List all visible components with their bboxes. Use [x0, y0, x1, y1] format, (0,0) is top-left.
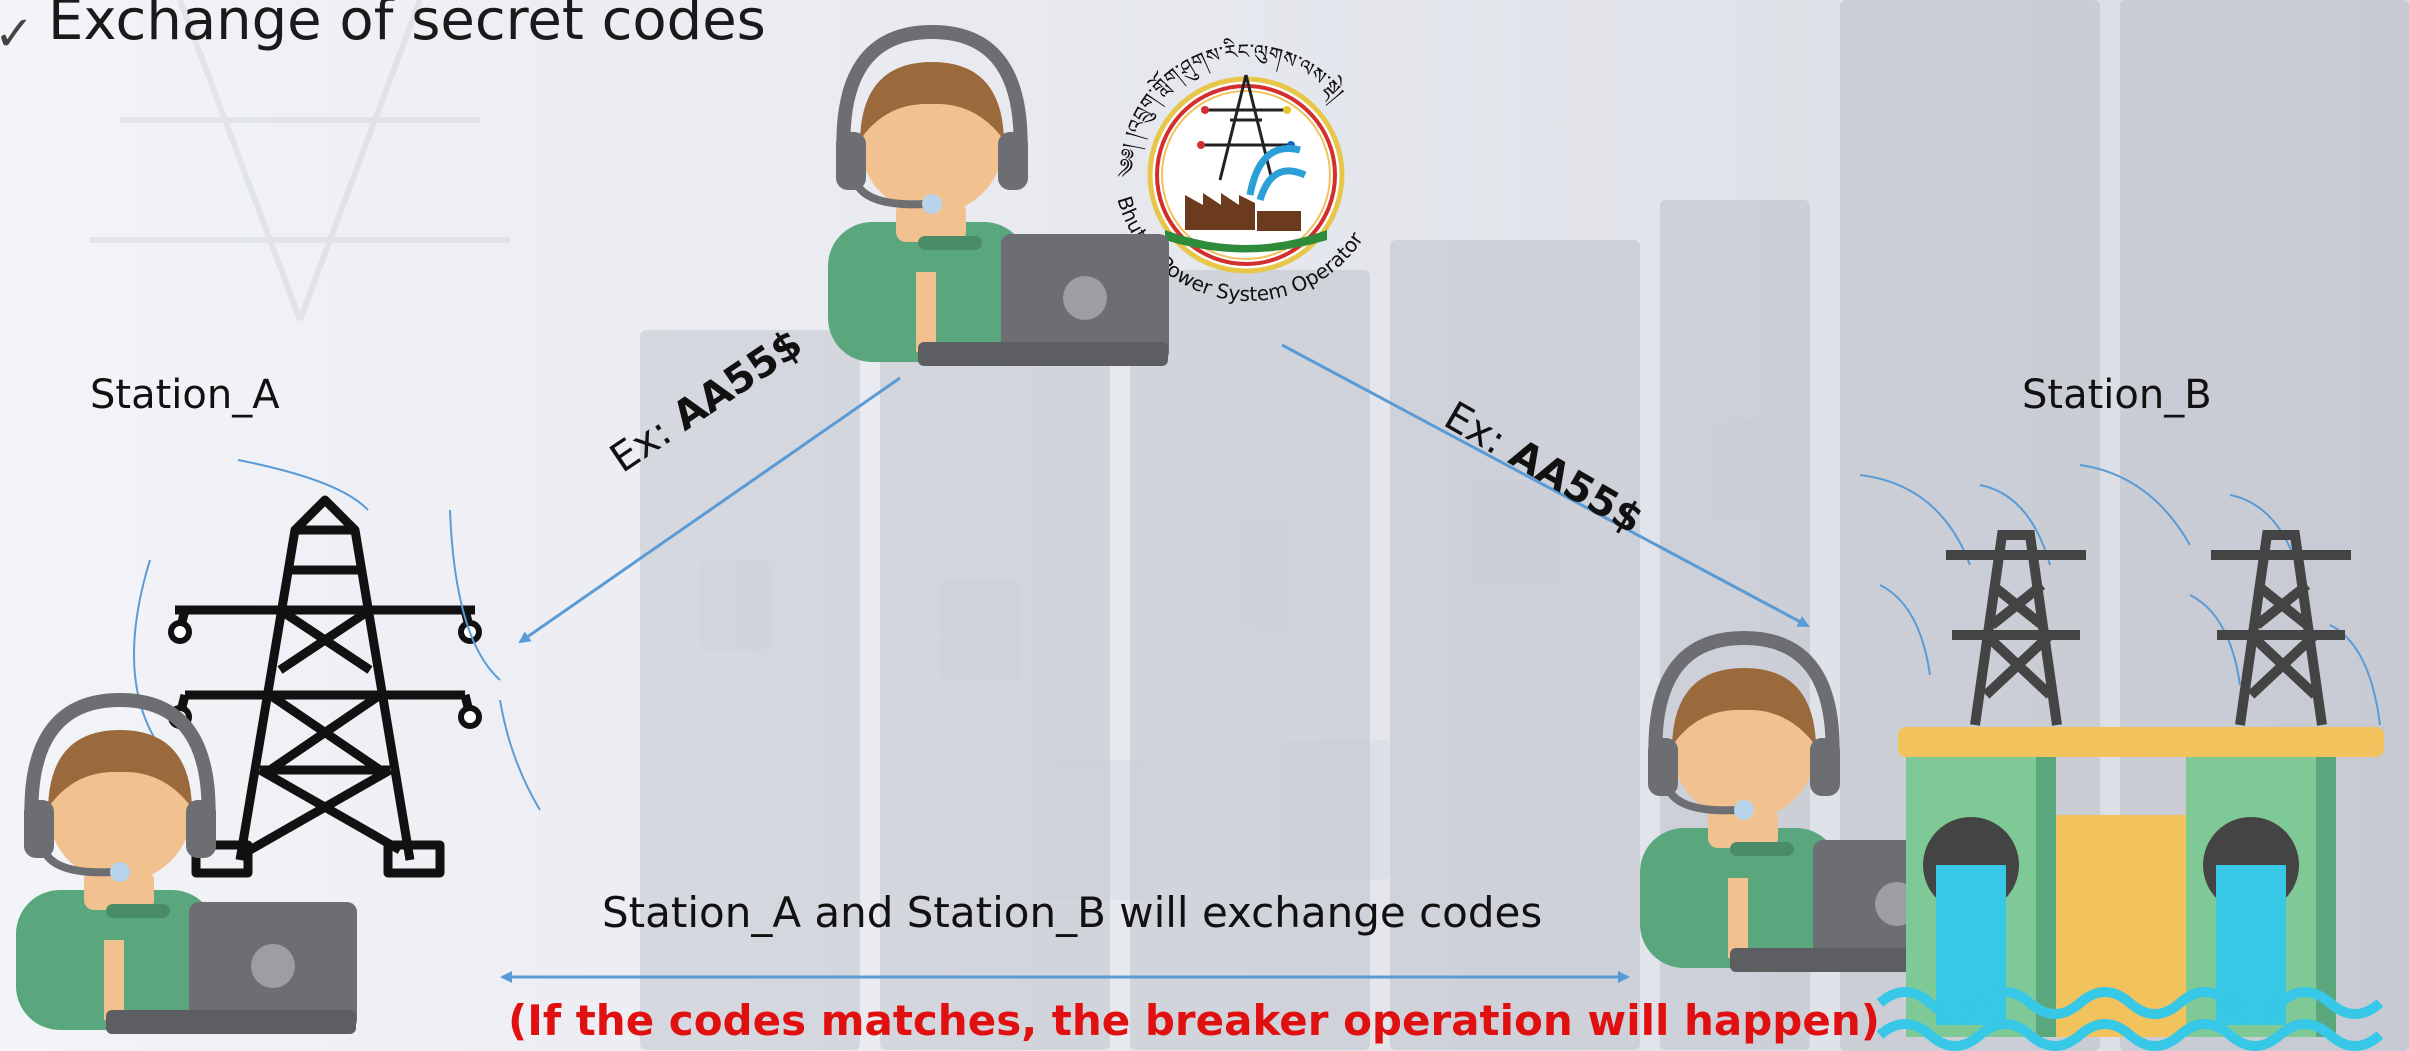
arrow-center-to-station-b	[1281, 343, 1810, 628]
hydropower-plant-icon	[1860, 464, 2384, 1051]
station-b-label: Station_B	[2022, 372, 2212, 418]
transmission-tower-icon	[133, 459, 541, 878]
slide-title: Exchange of secret codes	[48, 0, 766, 53]
breaker-condition-note: (If the codes matches, the breaker opera…	[508, 996, 1880, 1045]
operator-headset-laptop-icon	[16, 692, 357, 1034]
operator-headset-laptop-icon	[828, 24, 1169, 366]
checkmark-bullet-icon: ✓	[0, 8, 35, 61]
station-a-label: Station_A	[90, 372, 280, 418]
arrow-center-to-station-a	[518, 376, 901, 644]
exchange-description: Station_A and Station_B will exchange co…	[602, 888, 1543, 937]
